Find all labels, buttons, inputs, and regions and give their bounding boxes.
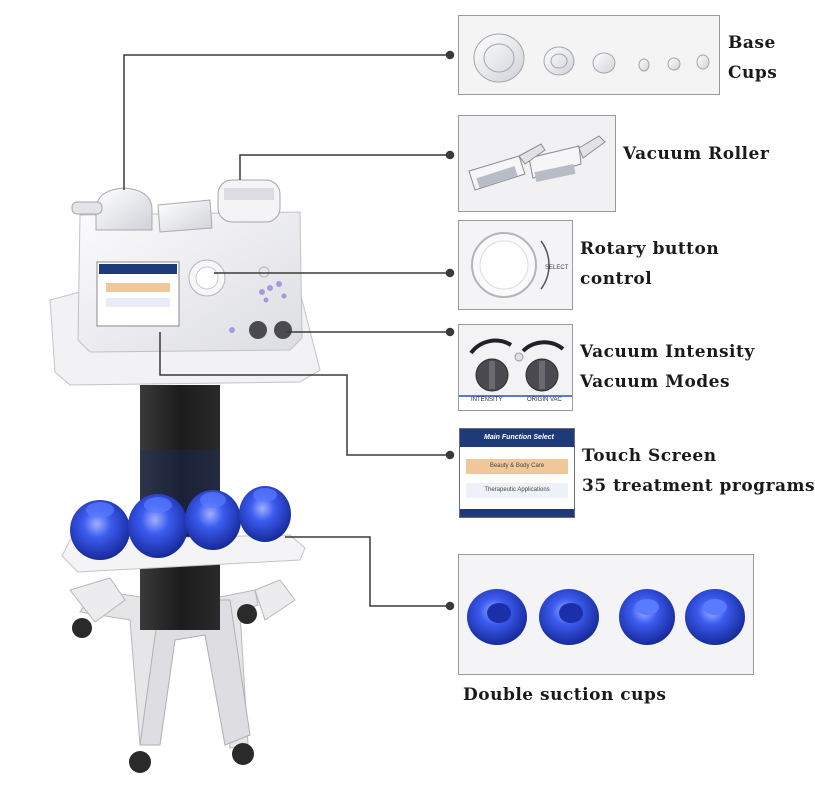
rotary-button-label: Rotary button control (580, 239, 720, 289)
vacuum-roller-panel (458, 115, 616, 212)
vacuum-knobs-panel: INTENSITY ORIGIN VAC (458, 324, 573, 411)
touch-screen-option-therapeutic: Therapeutic Applications (466, 483, 568, 498)
machine-knob-left (249, 321, 267, 339)
tray-blue-cups (70, 486, 291, 560)
trolley-wheels (72, 604, 257, 773)
vacuum-roller-label: Vacuum Roller (623, 144, 770, 164)
intensity-knob-label: INTENSITY (471, 397, 503, 403)
double-cups-panel (458, 554, 754, 675)
touch-screen-label: Touch Screen 35 treatment programs (582, 446, 815, 496)
lavender-decoration (229, 281, 287, 333)
touch-screen-option-beauty: Beauty & Body Care (466, 459, 568, 474)
touch-screen-panel: Main Function Select Beauty & Body Care … (459, 428, 575, 518)
touch-screen-header: Main Function Select (460, 429, 574, 447)
double-cups-label: Double suction cups (463, 685, 667, 705)
callout-lines (123, 50, 455, 611)
vacuum-knobs-image (459, 338, 572, 410)
base-cups-label: Base Cups (728, 33, 778, 83)
vacuum-roller-image (468, 135, 606, 191)
machine-top-cups (71, 179, 281, 233)
vacuum-label: Vacuum Intensity Vacuum Modes (580, 342, 755, 392)
base-cups-panel (458, 15, 720, 95)
double-cups-image (467, 589, 745, 645)
origin-vac-knob-label: ORIGIN VAC (527, 397, 562, 403)
rotary-button-image: SELECT (471, 232, 569, 298)
base-cups-image (473, 33, 710, 83)
rotary-select-label: SELECT (545, 265, 569, 271)
rotary-button-panel: SELECT (458, 220, 573, 310)
machine-knob-right (274, 321, 292, 339)
